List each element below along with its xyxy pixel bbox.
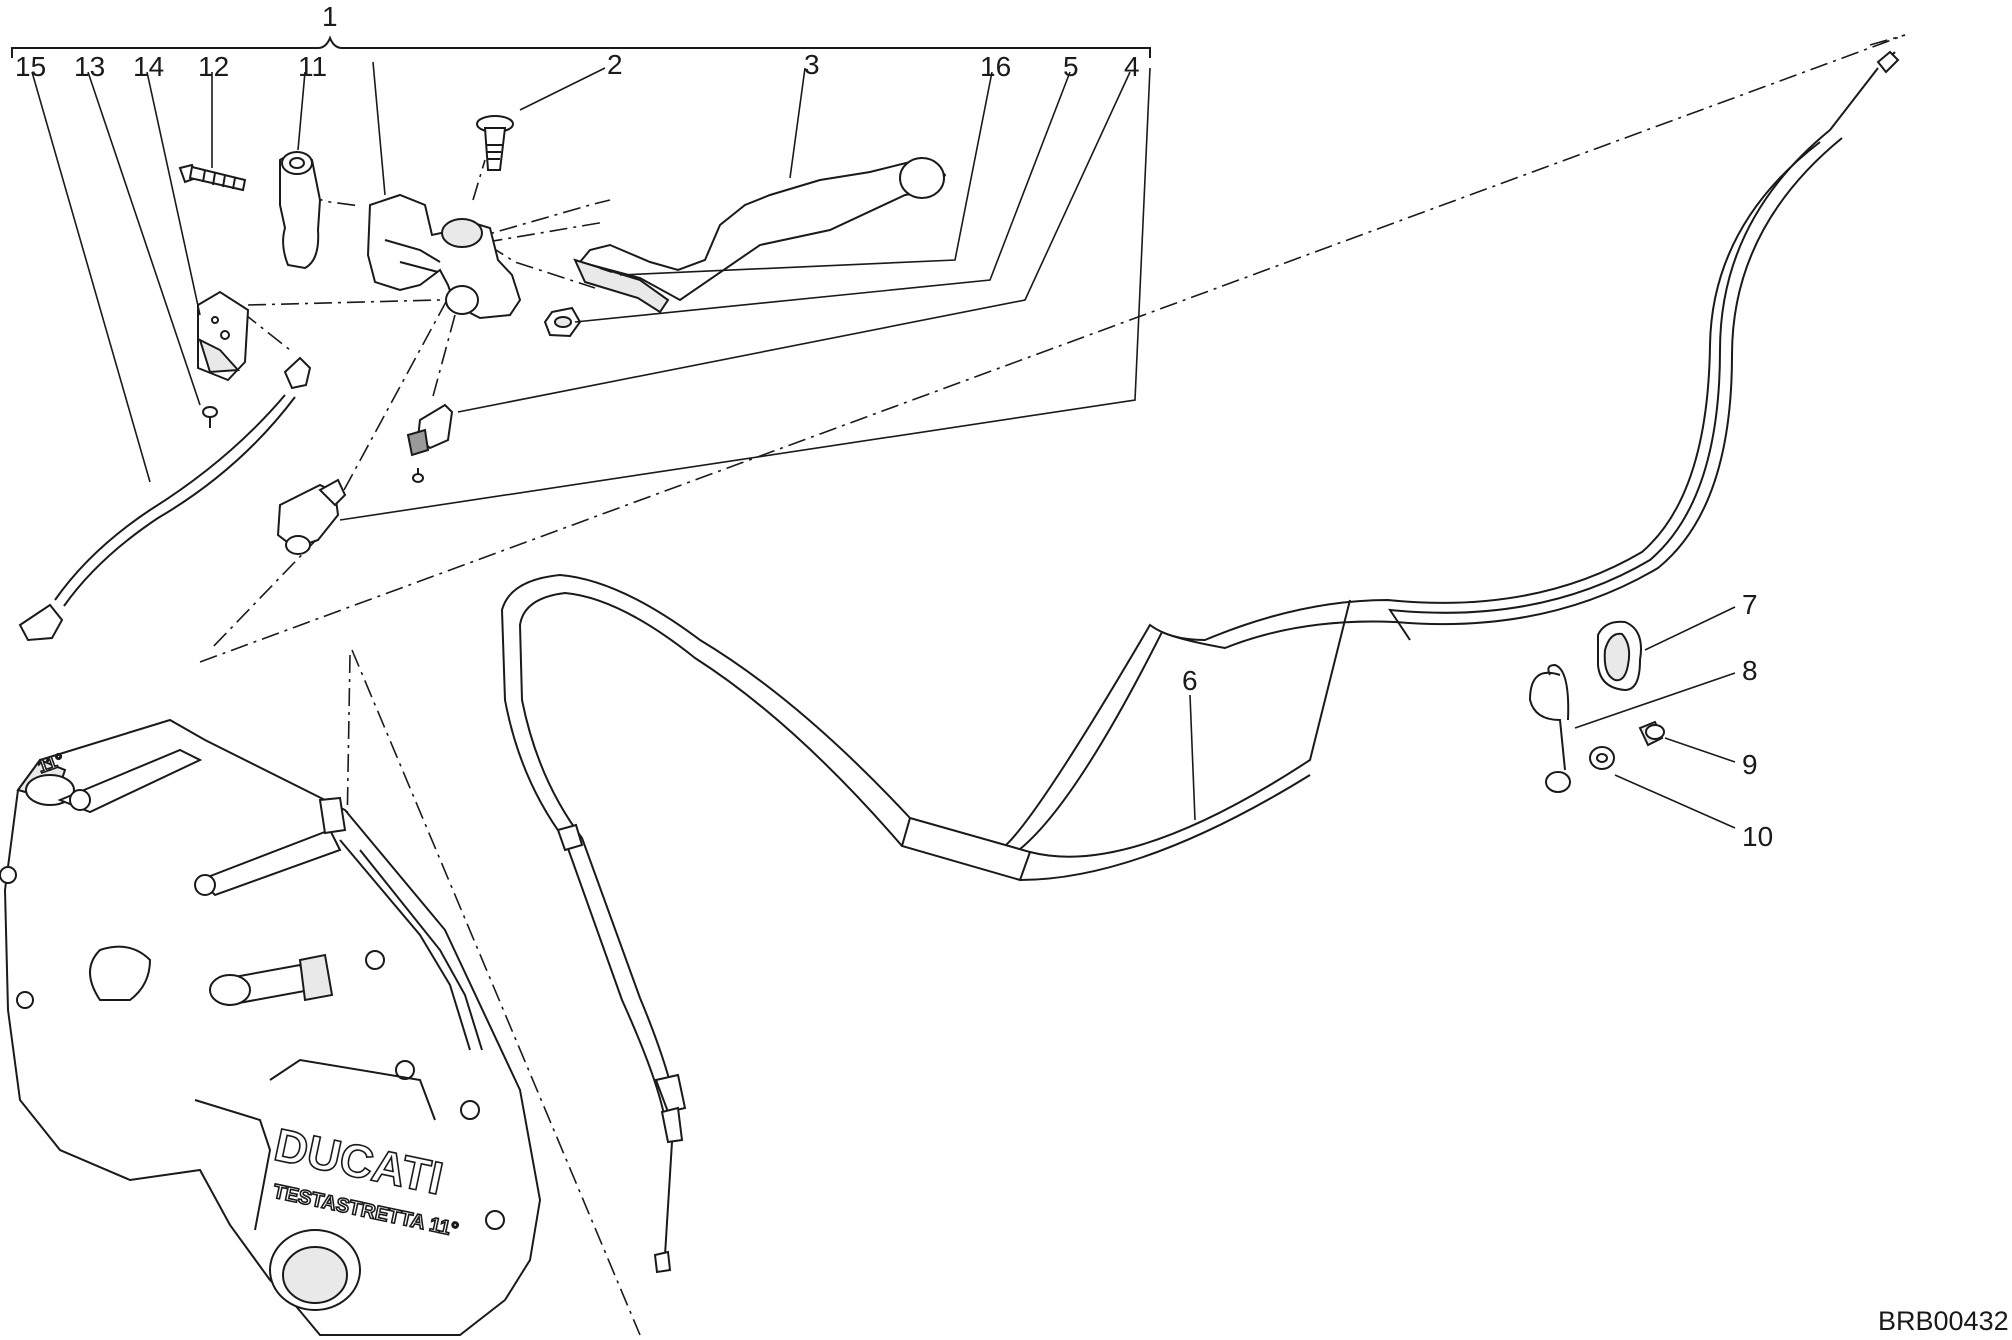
clutch-cable[interactable] (500, 50, 1900, 1274)
callout-14[interactable]: 14 (133, 51, 164, 82)
washer[interactable] (1589, 746, 1615, 770)
assembly-bracket (11, 35, 1151, 58)
callout-8[interactable]: 8 (1742, 655, 1758, 686)
callout-12[interactable]: 12 (198, 51, 229, 82)
switch-wire[interactable] (18, 356, 312, 642)
switch-bracket[interactable] (197, 290, 250, 382)
screw[interactable] (1638, 720, 1665, 747)
pivot-screw[interactable] (476, 115, 514, 171)
callout-1[interactable]: 1 (322, 1, 338, 32)
leader-lines (31, 61, 1736, 829)
handlebar-clamp[interactable] (279, 151, 322, 270)
callout-15[interactable]: 15 (15, 51, 46, 82)
assembly-axis-lines (199, 34, 1906, 1336)
cable-clip[interactable] (1528, 663, 1571, 793)
clutch-lever[interactable] (573, 157, 947, 314)
callout-3[interactable]: 3 (804, 49, 820, 80)
callout-9[interactable]: 9 (1742, 749, 1758, 780)
callout-11[interactable]: 11 (298, 51, 327, 82)
cable-grommet[interactable] (1597, 620, 1642, 692)
callout-5[interactable]: 5 (1063, 51, 1079, 82)
lever-nut[interactable] (543, 306, 582, 338)
callout-4[interactable]: 4 (1124, 51, 1140, 82)
drawing-code: BRB00432 (1878, 1306, 2009, 1336)
microswitch[interactable] (276, 478, 347, 555)
clutch-perch[interactable] (366, 193, 522, 320)
callout-10[interactable]: 10 (1742, 821, 1773, 852)
callout-labels: 1 2 3 4 5 6 7 8 9 10 11 12 13 14 15 16 (15, 1, 1773, 852)
callout-16[interactable]: 16 (980, 51, 1011, 82)
callout-2[interactable]: 2 (607, 49, 623, 80)
callout-7[interactable]: 7 (1742, 589, 1758, 620)
clutch-cover: DUCATI TESTASTRETTA 11° 11° (0, 718, 542, 1336)
callout-13[interactable]: 13 (74, 51, 105, 82)
clamp-screw[interactable] (178, 163, 247, 192)
callout-6[interactable]: 6 (1182, 665, 1198, 696)
bracket-screw[interactable] (202, 406, 218, 428)
microswitch-clip[interactable] (406, 403, 454, 483)
